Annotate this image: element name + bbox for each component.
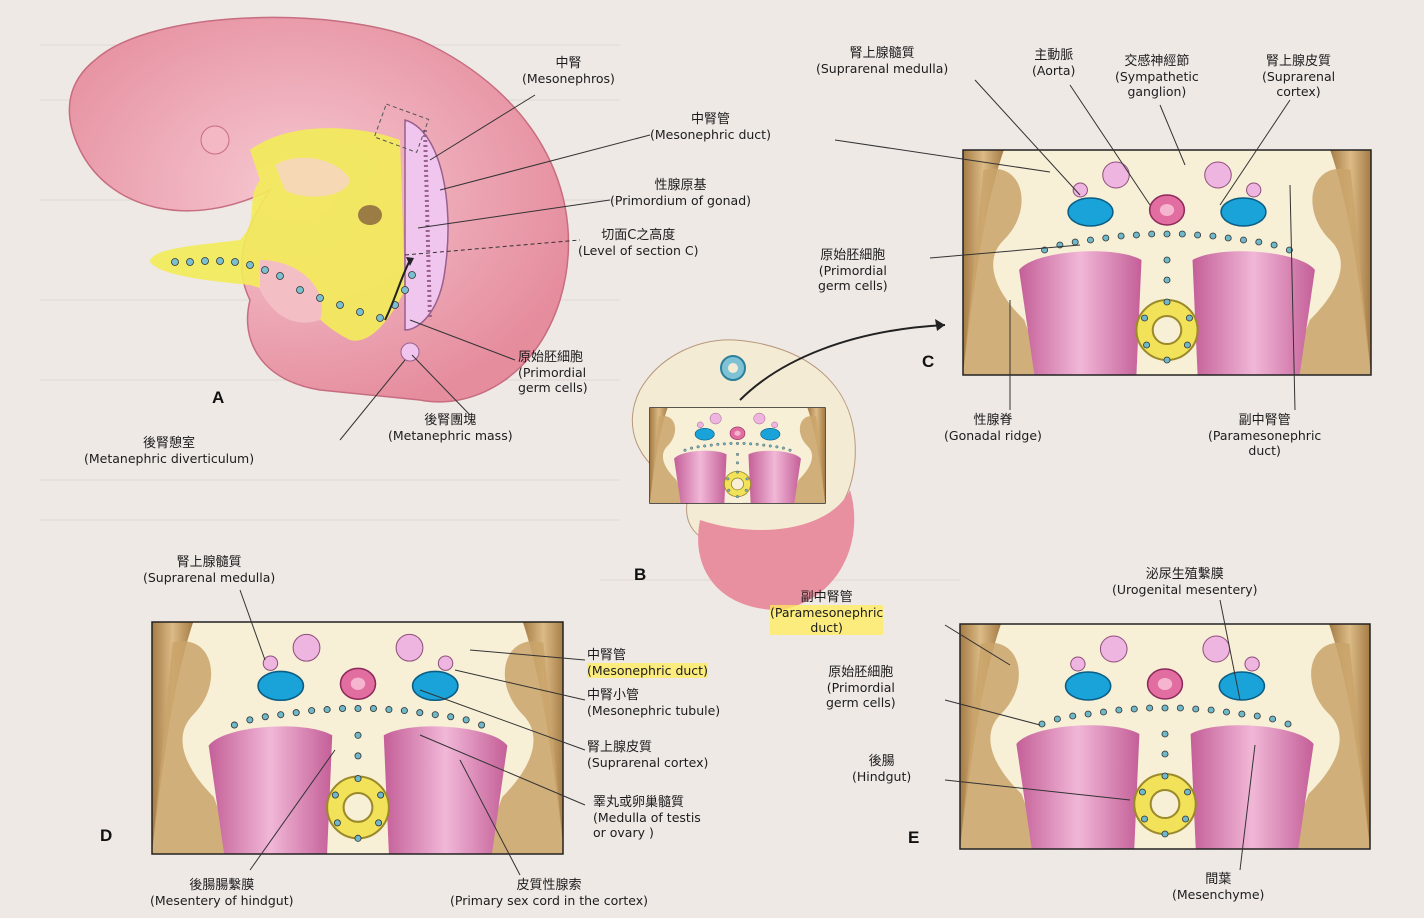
panel-b-section xyxy=(632,319,945,610)
label-mesonephros: 中腎(Mesonephros) xyxy=(522,56,615,86)
panel-letter-a: A xyxy=(212,388,224,408)
label-gonadal-ridge: 性腺脊(Gonadal ridge) xyxy=(944,413,1042,443)
label-metanephric-mass: 後腎團塊(Metanephric mass) xyxy=(388,413,513,443)
label-mesentery-hindgut: 後腸腸繫膜(Mesentery of hindgut) xyxy=(150,878,294,908)
panel-letter-c: C xyxy=(922,352,934,372)
label-level-of-section-c: 切面C之高度(Level of section C) xyxy=(578,228,698,258)
label-metanephric-diverticulum: 後腎憩室(Metanephric diverticulum) xyxy=(84,436,254,466)
label-suprarenal-medulla-c: 腎上腺髓質(Suprarenal medulla) xyxy=(816,46,948,76)
label-primordium-of-gonad: 性腺原基(Primordium of gonad) xyxy=(610,178,751,208)
panel-c-section xyxy=(963,150,1371,375)
panel-letter-b: B xyxy=(634,565,646,585)
label-suprarenal-cortex-d: 腎上腺皮質(Suprarenal cortex) xyxy=(587,740,708,770)
panel-d-section xyxy=(152,622,564,854)
label-primary-sex-cord: 皮質性腺索(Primary sex cord in the cortex) xyxy=(450,878,648,908)
panel-e-section xyxy=(960,624,1370,849)
label-mesonephric-duct-a: 中腎管(Mesonephric duct) xyxy=(650,112,771,142)
label-mesonephric-tubule: 中腎小管(Mesonephric tubule) xyxy=(587,688,720,718)
label-aorta: 主動脈(Aorta) xyxy=(1032,48,1075,78)
label-suprarenal-medulla-d: 腎上腺髓質(Suprarenal medulla) xyxy=(143,555,275,585)
label-hindgut: 後腸(Hindgut) xyxy=(852,754,911,784)
label-urogenital-mesentery: 泌尿生殖繫膜(Urogenital mesentery) xyxy=(1112,567,1258,597)
label-mesonephric-duct-d: 中腎管(Mesonephric duct) xyxy=(587,648,708,678)
panel-a-embryo xyxy=(69,17,568,401)
panel-letter-d: D xyxy=(100,826,112,846)
panel-letter-e: E xyxy=(908,828,919,848)
label-mesenchyme: 間葉(Mesenchyme) xyxy=(1172,872,1264,902)
